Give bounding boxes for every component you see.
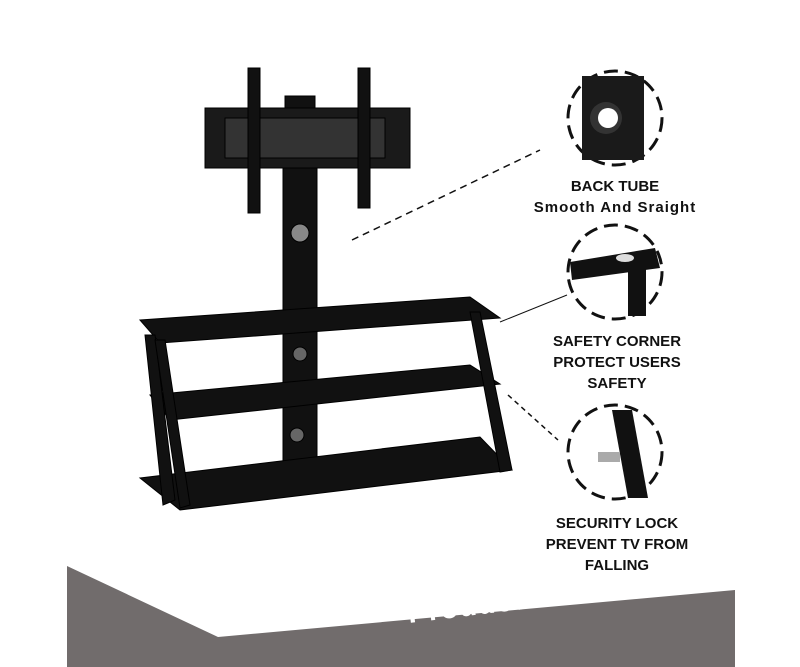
feature-back-tube: BACK TUBE Smooth And Sraight bbox=[505, 176, 725, 218]
back-tube-detail bbox=[566, 69, 664, 167]
security-lock-detail bbox=[566, 403, 664, 501]
feature-title: BACK TUBE bbox=[570, 178, 660, 195]
feature-title: SECURITY LOCK bbox=[555, 515, 679, 532]
feature-security-lock: SECURITY LOCK PREVENT TV FROM FALLING bbox=[507, 513, 727, 576]
feature-line: PREVENT TV FROM bbox=[545, 536, 689, 553]
feature-line: Smooth And Sraight bbox=[533, 199, 697, 216]
tv-stand-image bbox=[138, 67, 514, 511]
safety-corner-detail bbox=[566, 223, 664, 321]
dimension-banner bbox=[67, 566, 735, 667]
feature-title: SAFETY CORNER bbox=[552, 333, 682, 350]
feature-line: PROTECT USERS bbox=[553, 354, 681, 371]
feature-line: FALLING bbox=[584, 557, 650, 574]
feature-safety-corner: SAFETY CORNER PROTECT USERS SAFETY bbox=[507, 331, 727, 394]
feature-line: SAFETY bbox=[587, 375, 647, 392]
